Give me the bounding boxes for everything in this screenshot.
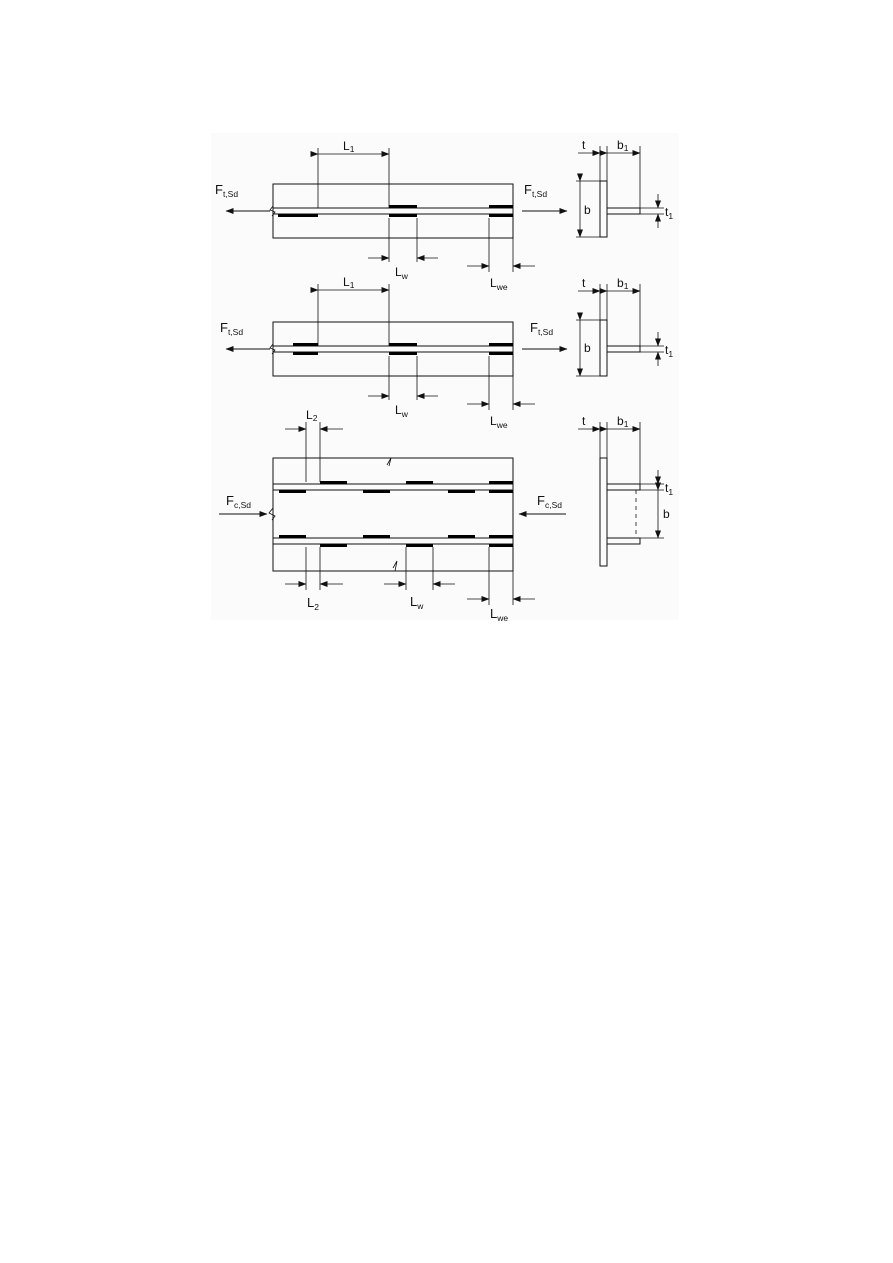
section-t1-label: t1 xyxy=(665,481,673,497)
section-b1-label: b1 xyxy=(617,414,629,429)
plate-outline xyxy=(272,457,514,572)
force-right-label: Ft,Sd xyxy=(530,320,553,337)
force-left-label: Ft,Sd xyxy=(215,182,238,199)
force-left-label: Fc,Sd xyxy=(226,493,251,510)
section-stiffener xyxy=(606,537,641,545)
dim-lw-label: Lw xyxy=(395,403,409,419)
plate-outline xyxy=(272,321,514,377)
section-b-label: b xyxy=(584,203,591,217)
force-right-label: Fc,Sd xyxy=(537,493,562,510)
section-stiffener xyxy=(606,483,641,491)
panel-3: L2 L2 Lw Lwe Fc,Sd Fc,Sd t b1 xyxy=(219,408,673,623)
section-t-label: t xyxy=(582,414,586,428)
dim-l1-label: L1 xyxy=(343,139,355,154)
section-t-label: t xyxy=(582,276,586,290)
break-mark xyxy=(269,343,276,355)
section-b-label: b xyxy=(663,507,670,521)
force-left-label: Ft,Sd xyxy=(220,320,243,337)
dim-lwe-label: Lwe xyxy=(490,276,508,292)
panel-2: L1 Lw Lwe Ft,Sd Ft,Sd t b1 b t1 xyxy=(220,275,673,430)
dim-lw-label: Lw xyxy=(410,594,424,611)
dim-lwe-label: Lwe xyxy=(490,414,508,430)
break-mark xyxy=(386,457,392,467)
dim-l2-bottom-label: L2 xyxy=(307,595,319,612)
section-plate xyxy=(599,319,608,377)
section-t1-label: t1 xyxy=(665,205,673,221)
section-t1-label: t1 xyxy=(665,343,673,359)
panel-1: L1 Lw Lwe Ft,Sd Ft,Sd t b1 b xyxy=(215,138,673,292)
break-mark xyxy=(269,205,276,217)
section-b1-label: b1 xyxy=(617,138,629,153)
section-t-label: t xyxy=(582,138,586,152)
section-plate xyxy=(599,180,608,238)
section-plate xyxy=(599,457,608,567)
dim-l1-label: L1 xyxy=(343,275,355,290)
dim-l2-top-label: L2 xyxy=(306,408,318,423)
plate-outline xyxy=(272,183,514,239)
section-stiffener xyxy=(606,207,641,215)
section-b-label: b xyxy=(584,341,591,355)
dim-lw-label: Lw xyxy=(395,265,409,281)
break-mark xyxy=(392,560,398,572)
break-mark xyxy=(268,507,276,521)
force-right-label: Ft,Sd xyxy=(524,182,547,199)
section-b1-label: b1 xyxy=(617,276,629,291)
section-stiffener xyxy=(606,345,641,353)
dim-lwe-label: Lwe xyxy=(490,606,508,623)
